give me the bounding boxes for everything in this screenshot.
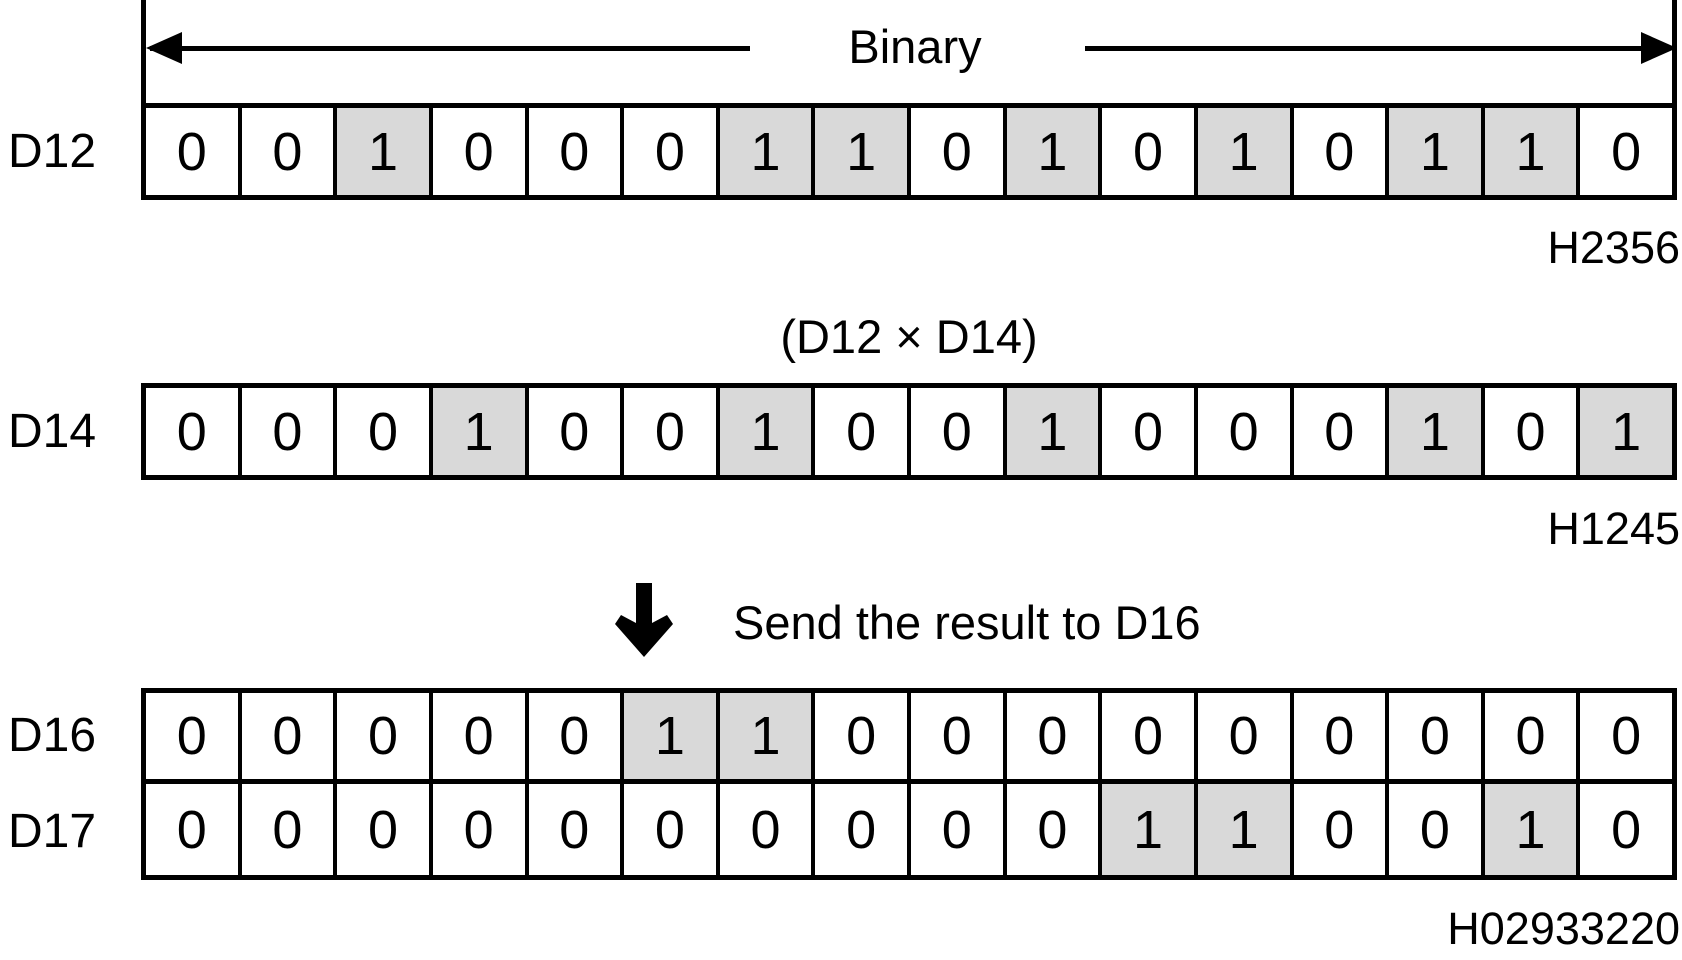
bit-cell: 0 [524, 108, 621, 195]
bit-cell: 1 [620, 693, 716, 779]
bit-cell: 0 [176, 401, 207, 462]
bit-cell: 0 [1480, 693, 1577, 779]
bit-cell: 0 [1002, 693, 1099, 779]
bit-cell: 0 [524, 693, 621, 779]
bit-cell: 0 [333, 784, 429, 875]
bit-cell: 1 [1385, 108, 1481, 195]
hex-value-result: H02933220 [1447, 903, 1680, 954]
bit-cell: 0 [620, 108, 716, 195]
bit-cell: 1 [333, 108, 429, 195]
bit-cell: 0 [907, 108, 1003, 195]
register-label-d12: D12 [8, 125, 97, 178]
bit-cell: 0 [907, 693, 1003, 779]
operation-label: (D12 × D14) [780, 310, 1038, 363]
bit-cell: 0 [1193, 693, 1290, 779]
bit-cell: 0 [176, 121, 207, 182]
bit-cell: 0 [1098, 108, 1194, 195]
bit-cell: 1 [715, 108, 812, 195]
bit-cell: 0 [176, 706, 207, 766]
hex-value-d12: H2356 [1547, 222, 1680, 273]
register-label-d14: D14 [8, 405, 97, 458]
bit-cell: 0 [428, 784, 525, 875]
binary-span-line-right [1085, 46, 1641, 51]
bit-cell: 0 [1576, 108, 1672, 195]
bit-cell: 0 [811, 388, 907, 475]
bit-cell: 0 [524, 388, 621, 475]
bit-cell: 0 [620, 388, 716, 475]
left-boundary-line [141, 0, 146, 107]
bit-cell: 1 [1193, 108, 1290, 195]
bit-cell: 1 [428, 388, 525, 475]
bit-cell: 0 [1098, 388, 1194, 475]
hex-value-d14: H1245 [1547, 503, 1680, 554]
bit-cell: 0 [907, 784, 1003, 875]
bit-cell: 0 [811, 784, 907, 875]
bit-cell: 0 [1098, 693, 1194, 779]
bit-cell: 1 [1098, 784, 1194, 875]
bit-cell: 0 [1289, 108, 1386, 195]
bit-cell: 0 [333, 388, 429, 475]
bit-cell: 0 [1289, 388, 1386, 475]
bit-cell: 0 [524, 784, 621, 875]
right-arrowhead-icon [1641, 32, 1677, 64]
bit-cell: 1 [715, 388, 812, 475]
bit-cell: 0 [1289, 784, 1386, 875]
bit-cell: 1 [1576, 388, 1672, 475]
bit-cell: 1 [1385, 388, 1481, 475]
bit-cell: 0 [620, 784, 716, 875]
bit-cell: 0 [1193, 388, 1290, 475]
binary-label: Binary [848, 20, 982, 73]
bit-cell: 0 [237, 784, 334, 875]
register-label-d17: D17 [8, 805, 97, 858]
bit-cell: 0 [428, 108, 525, 195]
bit-cell: 0 [1385, 784, 1481, 875]
bit-cell: 0 [1576, 693, 1672, 779]
bit-cell: 1 [811, 108, 907, 195]
bit-cell: 0 [333, 693, 429, 779]
bit-cell: 1 [1193, 784, 1290, 875]
bit-cell: 0 [907, 388, 1003, 475]
bit-cell: 0 [1385, 693, 1481, 779]
bit-cell: 0 [811, 693, 907, 779]
down-arrow-icon [615, 583, 673, 657]
bit-cell: 0 [237, 108, 334, 195]
bit-cell: 1 [1480, 784, 1577, 875]
bit-cell: 0 [237, 693, 334, 779]
bit-cell: 0 [176, 799, 207, 860]
bit-cell: 0 [715, 784, 812, 875]
bit-cell: 0 [1289, 693, 1386, 779]
bit-cell: 0 [428, 693, 525, 779]
register-label-d16: D16 [8, 709, 97, 762]
bit-cell: 0 [1480, 388, 1577, 475]
binary-span-line-left [150, 46, 750, 51]
bit-cell: 0 [237, 388, 334, 475]
bit-cell: 0 [1576, 784, 1672, 875]
bit-cell: 1 [1002, 108, 1099, 195]
bit-cell: 1 [715, 693, 812, 779]
bit-cell: 0 [1002, 784, 1099, 875]
bit-cell: 1 [1002, 388, 1099, 475]
bit-cell: 1 [1480, 108, 1577, 195]
send-result-label: Send the result to D16 [733, 596, 1201, 649]
